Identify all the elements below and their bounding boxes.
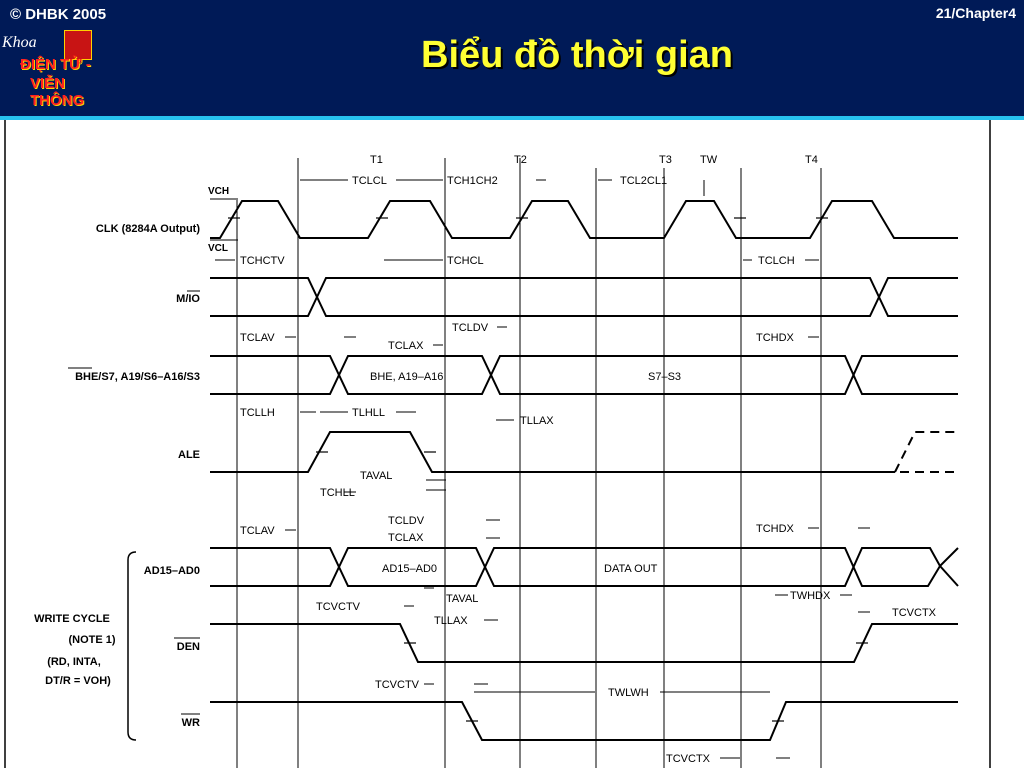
bus-value-status: S7–S3	[648, 371, 681, 383]
signal-label-clk: CLK (8284A Output)	[96, 223, 200, 235]
timing-tcldv: TCLDV	[452, 322, 489, 334]
timing-tclax: TCLAX	[388, 340, 424, 352]
timing-tchcl: TCHCL	[447, 255, 484, 267]
timing-tchdx-ad: TCHDX	[756, 523, 795, 535]
chapter-label: 21/Chapter4	[935, 5, 1016, 21]
bus-value-ad-addr: AD15–AD0	[382, 563, 437, 575]
write-cycle-bracket	[127, 551, 137, 741]
mio-waveform	[210, 277, 958, 317]
signal-label-bhe: BHE/S7, A19/S6–A16/S3	[75, 371, 200, 383]
faculty-logo: Khoa ĐIỆN TỬ - VIỄN THÔNG	[2, 28, 122, 109]
timing-tclav-ad: TCLAV	[240, 525, 275, 537]
state-label-tw: TW	[700, 154, 718, 166]
logo-badge-icon	[64, 30, 92, 60]
logo-khoa-text: Khoa	[2, 34, 37, 51]
timing-arrows	[215, 179, 870, 759]
ale-next-cycle	[894, 431, 958, 473]
timing-diagram-svg: T1 T2 T3 TW T4 VCH VCL CLK (8284A Output…	[0, 120, 1024, 768]
state-label-t2: T2	[514, 154, 527, 166]
timing-twlwh: TWLWH	[608, 687, 649, 699]
signal-overbars	[68, 290, 200, 715]
write-cycle-cond2: DT/R = VOH)	[45, 675, 111, 687]
vcl-label: VCL	[208, 243, 228, 254]
ale-waveform	[210, 431, 895, 473]
timing-tchdx: TCHDX	[756, 332, 795, 344]
timing-twhdx: TWHDX	[790, 590, 831, 602]
signal-label-wr: WR	[182, 717, 200, 729]
timing-tcvctv: TCVCTV	[316, 601, 361, 613]
timing-tcl2cl1: TCL2CL1	[620, 175, 667, 187]
timing-tchll: TCHLL	[320, 487, 355, 499]
state-label-t3: T3	[659, 154, 672, 166]
timing-tlhll: TLHLL	[352, 407, 385, 419]
timing-tcllh: TCLLH	[240, 407, 275, 419]
timing-taval: TAVAL	[360, 470, 392, 482]
state-boundary-lines	[236, 158, 822, 768]
slide-title: Biểu đồ thời gian	[421, 34, 733, 76]
header-divider	[0, 116, 1024, 120]
ad-waveform	[210, 547, 959, 587]
signal-label-ad: AD15–AD0	[144, 565, 200, 577]
write-cycle-title: WRITE CYCLE	[34, 613, 110, 625]
timing-tllax-ad: TLLAX	[434, 615, 468, 627]
vch-label: VCH	[208, 186, 229, 197]
frame-border	[4, 120, 991, 768]
copyright-text: © DHBK 2005	[10, 6, 107, 23]
timing-tcvctv-wr: TCVCTV	[375, 679, 420, 691]
timing-tclav: TCLAV	[240, 332, 275, 344]
timing-tclax-ad: TCLAX	[388, 532, 424, 544]
write-cycle-cond1: (RD, INTA,	[47, 656, 101, 668]
den-waveform	[210, 623, 958, 663]
wr-waveform	[210, 701, 958, 741]
timing-tch1ch2: TCH1CH2	[447, 175, 498, 187]
bhe-waveform	[210, 355, 958, 395]
write-cycle-note: (NOTE 1)	[68, 634, 115, 646]
timing-taval-ad: TAVAL	[446, 593, 478, 605]
signal-label-mio: M/IO	[176, 293, 200, 305]
signal-label-den: DEN	[177, 641, 200, 653]
timing-tcvctx: TCVCTX	[892, 607, 937, 619]
slide-header: © DHBK 2005 21/Chapter4 Khoa ĐIỆN TỬ - V…	[0, 0, 1024, 116]
logo-line1-text: ĐIỆN TỬ -	[20, 56, 91, 73]
timing-diagram: T1 T2 T3 TW T4 VCH VCL CLK (8284A Output…	[0, 120, 1024, 768]
timing-tclcl: TCLCL	[352, 175, 387, 187]
signal-label-ale: ALE	[178, 449, 200, 461]
timing-tchctv: TCHCTV	[240, 255, 285, 267]
bus-value-data-out: DATA OUT	[604, 563, 658, 575]
tick-marks	[228, 217, 868, 722]
state-label-t1: T1	[370, 154, 383, 166]
timing-tclch: TCLCH	[758, 255, 795, 267]
bus-value-bhe-addr: BHE, A19–A16	[370, 371, 443, 383]
timing-tcvctx-wr: TCVCTX	[666, 753, 711, 765]
state-label-t4: T4	[805, 154, 818, 166]
clk-waveform	[210, 200, 958, 239]
logo-line2-text: VIỄN THÔNG	[30, 75, 85, 109]
timing-tllax: TLLAX	[520, 415, 554, 427]
timing-tcldv-ad: TCLDV	[388, 515, 425, 527]
